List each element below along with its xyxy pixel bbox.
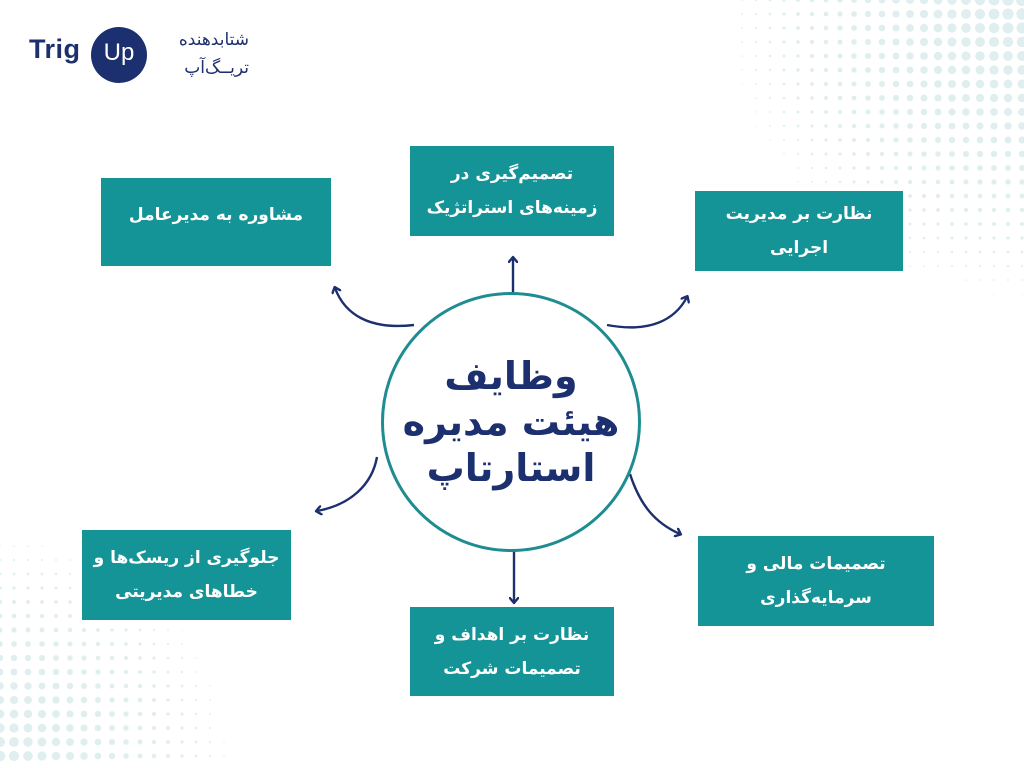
- box-goals-oversight: نظارت بر اهداف و تصمیمات شرکت: [410, 607, 614, 696]
- center-title-line3: استارتاپ: [426, 446, 596, 490]
- box-goals-oversight-line1: نظارت بر اهداف و: [434, 624, 590, 645]
- trigup-logo: Trig Up شتابدهنده تریــگ‌آپ: [27, 26, 257, 90]
- logo-up-text: Up: [103, 39, 135, 66]
- box-executive-oversight-line2: اجرایی: [769, 238, 829, 258]
- box-risk-prevention-line2: خطاهای مدیریتی: [115, 582, 258, 602]
- box-advise-ceo: مشاوره به مدیرعامل: [101, 178, 331, 266]
- logo-trig-text: Trig: [29, 34, 81, 64]
- center-title-line1: وظایف: [444, 354, 578, 398]
- box-goals-oversight-line2: تصمیمات شرکت: [443, 658, 581, 679]
- box-strategic-decisions-line1: تصمیم‌گیری در: [450, 164, 574, 184]
- box-advise-ceo-line1: مشاوره به مدیرعامل: [128, 205, 304, 225]
- box-financial-decisions: تصمیمات مالی و سرمایه‌گذاری: [698, 536, 934, 626]
- box-strategic-decisions: تصمیم‌گیری در زمینه‌های استراتژیک: [410, 146, 614, 236]
- center-topic-circle: وظایف هیئت مدیره استارتاپ: [381, 292, 641, 552]
- logo-tagline-line1: شتابدهنده: [178, 30, 249, 50]
- box-executive-oversight-line1: نظارت بر مدیریت: [725, 204, 873, 224]
- box-risk-prevention: جلوگیری از ریسک‌ها و خطاهای مدیریتی: [82, 530, 291, 620]
- logo-up-circle: [91, 27, 147, 83]
- box-executive-oversight: نظارت بر مدیریت اجرایی: [695, 191, 903, 271]
- logo-tagline-line2: تریــگ‌آپ: [184, 58, 249, 78]
- box-strategic-decisions-line2: زمینه‌های استراتژیک: [426, 198, 598, 218]
- box-financial-decisions-line1: تصمیمات مالی و: [746, 554, 886, 574]
- center-title-line2: هیئت مدیره: [402, 400, 620, 444]
- box-financial-decisions-line2: سرمایه‌گذاری: [760, 588, 872, 608]
- box-risk-prevention-line1: جلوگیری از ریسک‌ها و: [93, 548, 280, 568]
